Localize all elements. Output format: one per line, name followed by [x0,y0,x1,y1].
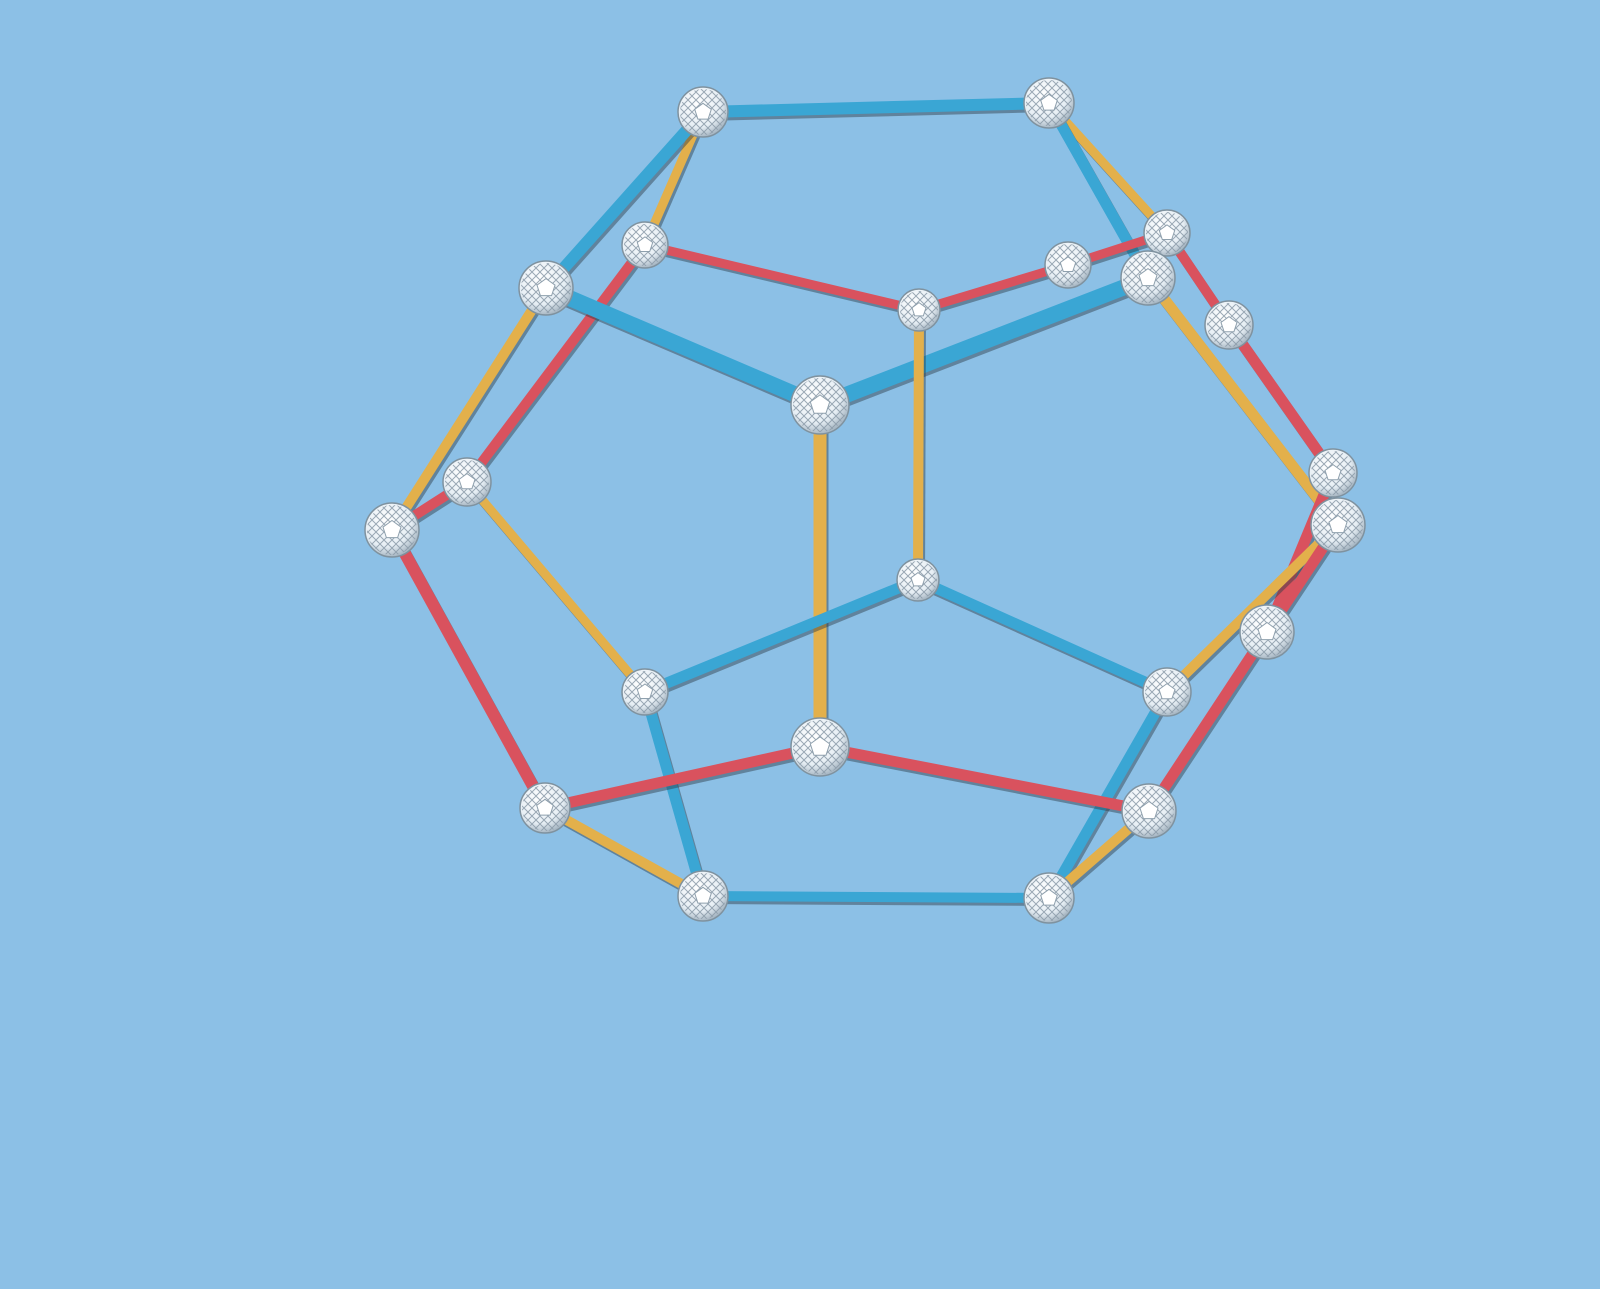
blue-strut[interactable] [1044,689,1172,901]
blue-strut[interactable] [702,891,1050,903]
red-strut[interactable] [917,260,1070,315]
blue-strut[interactable] [542,280,824,413]
zometool-ball-icon[interactable] [790,717,850,777]
zometool-ball-icon[interactable] [677,86,729,138]
blue-strut[interactable] [639,690,709,898]
yellow-strut[interactable] [463,479,649,695]
zometool-ball-icon[interactable] [897,288,941,332]
blue-strut[interactable] [541,108,708,292]
zometool-ball-icon[interactable] [442,457,492,507]
blue-strut[interactable] [642,574,921,698]
yellow-strut[interactable] [387,285,551,533]
zometool-ball-icon[interactable] [1310,497,1366,553]
red-strut[interactable] [818,741,1151,817]
yellow-strut[interactable] [1143,274,1343,529]
zometool-ball-icon[interactable] [1023,77,1075,129]
zometool-ball-icon[interactable] [1204,300,1254,350]
zometool-ball-icon[interactable] [1120,250,1176,306]
red-strut[interactable] [386,527,551,811]
connector-balls-layer [364,77,1366,924]
zometool-ball-icon[interactable] [1308,448,1358,498]
red-strut[interactable] [643,240,921,315]
zometool-ball-icon[interactable] [519,782,571,834]
zometool-ball-icon[interactable] [1143,209,1191,257]
zometool-ball-icon[interactable] [621,668,669,716]
yellow-strut[interactable] [1045,99,1171,237]
blue-strut[interactable] [915,574,1170,698]
zometool-ball-icon[interactable] [1023,872,1075,924]
zometool-ball-icon[interactable] [364,502,420,558]
zometool-ball-icon[interactable] [790,375,850,435]
zometool-ball-icon[interactable] [1239,604,1295,660]
red-strut[interactable] [543,741,822,814]
struts-layer [386,97,1345,906]
zometool-ball-icon[interactable] [1121,783,1177,839]
zometool-ball-icon[interactable] [677,870,729,922]
zometool-ball-icon[interactable] [621,221,669,269]
blue-strut[interactable] [702,97,1050,118]
zometool-ball-icon[interactable] [518,260,574,316]
yellow-strut[interactable] [913,309,924,581]
zometool-ball-icon[interactable] [896,558,940,602]
yellow-strut[interactable] [542,803,706,901]
zometool-ball-icon[interactable] [1044,241,1092,289]
blue-strut[interactable] [817,270,1151,413]
red-strut[interactable] [1144,628,1272,815]
zometool-ball-icon[interactable] [1142,667,1192,717]
red-strut[interactable] [1224,321,1338,477]
red-strut[interactable] [463,241,649,486]
